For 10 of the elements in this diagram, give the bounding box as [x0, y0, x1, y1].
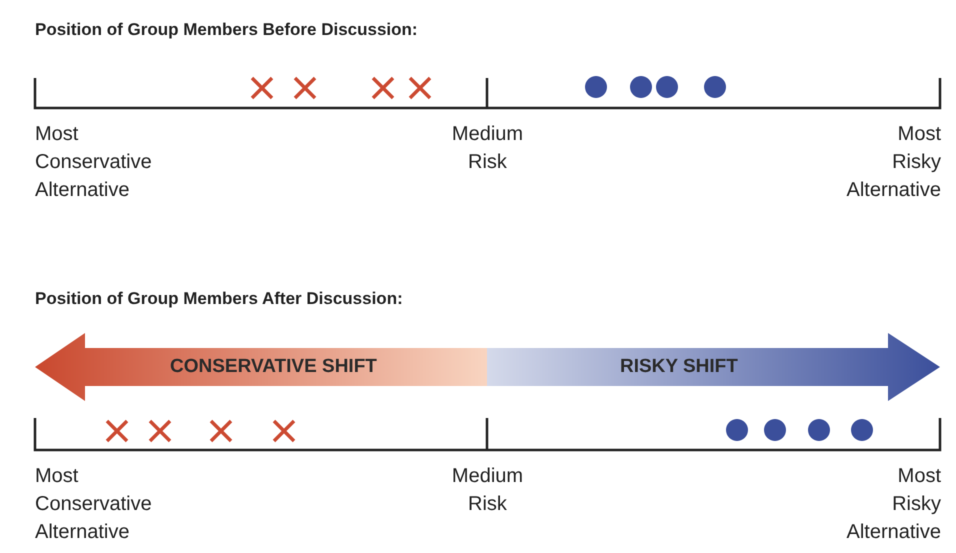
scale-label: Most Risky Alternative	[846, 464, 941, 545]
arrow-label: CONSERVATIVE SHIFT	[170, 356, 377, 378]
scale-label: Most Conservative Alternative	[35, 122, 153, 203]
scale-label: Most Risky Alternative	[846, 122, 941, 203]
heading: Position of Group Members Before Discussion:	[35, 19, 419, 41]
arrow-label: RISKY SHIFT	[620, 356, 738, 378]
heading: Position of Group Members After Discussion:	[35, 288, 404, 310]
scale-label: Most Conservative Alternative	[35, 464, 153, 545]
scale-label: Medium Risk	[450, 122, 524, 175]
scale-label: Medium Risk	[450, 464, 524, 517]
